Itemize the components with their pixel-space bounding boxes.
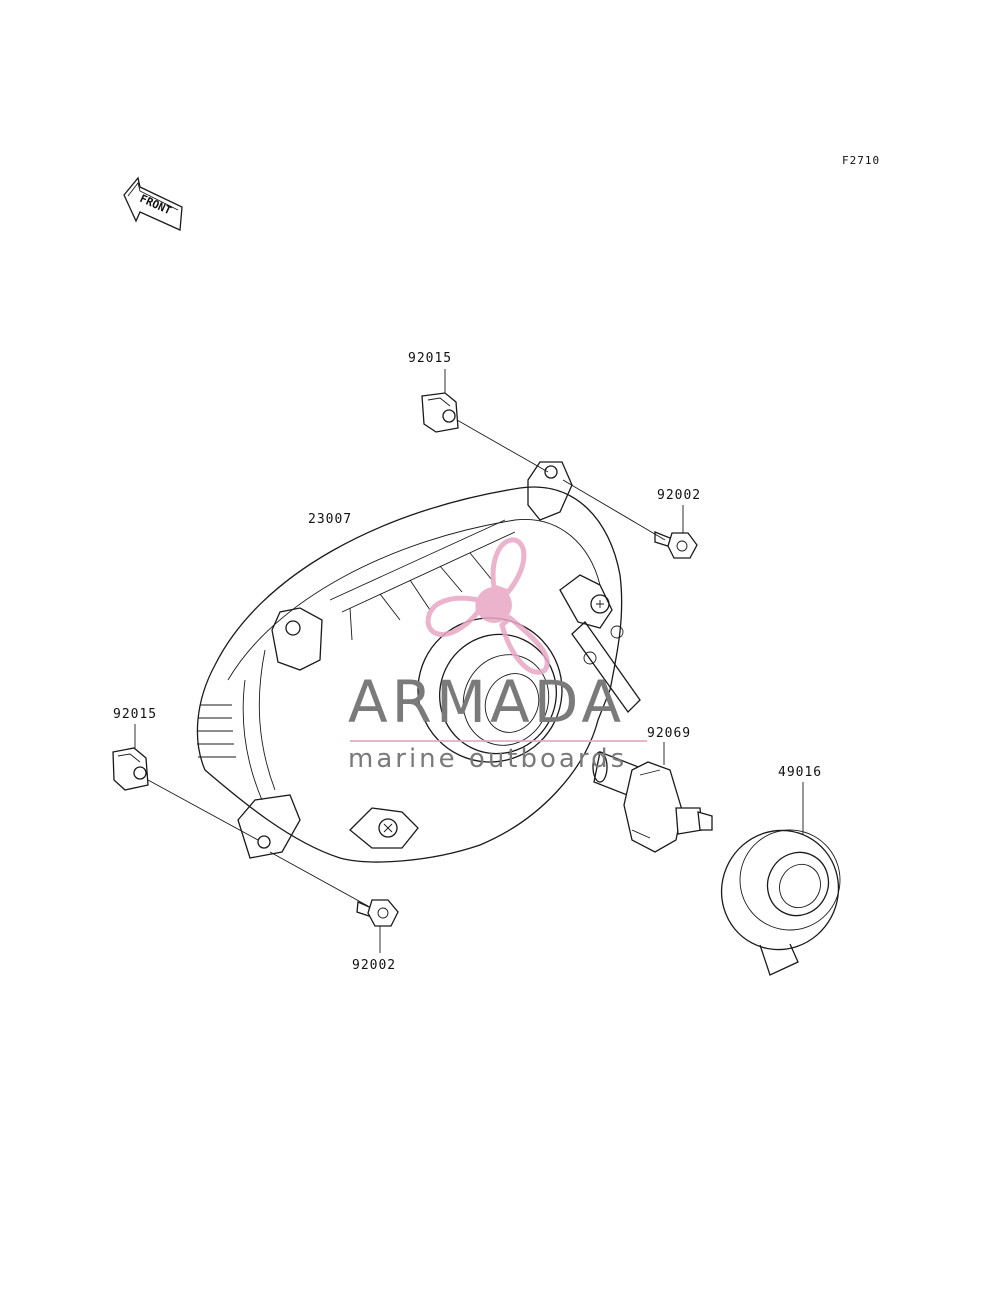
left-clip <box>112 747 149 791</box>
watermark-tagline: marine outboards <box>348 744 628 774</box>
part-label-bulb: 92069 <box>647 726 692 741</box>
part-label-bulb-cover: 49016 <box>778 765 823 780</box>
bulb-cover <box>720 782 841 976</box>
part-label-left-clip: 92015 <box>113 707 158 722</box>
leader-line <box>456 419 549 473</box>
armada-logo-icon <box>350 537 647 742</box>
watermark-brand: ARMADA <box>348 668 626 736</box>
top-bolt <box>562 479 698 559</box>
front-arrow-icon: FRONT <box>123 176 183 231</box>
bulb <box>592 742 713 853</box>
part-label-bottom-bolt: 92002 <box>352 958 397 973</box>
part-label-headlight-housing: 23007 <box>308 512 353 527</box>
figure-code: F2710 <box>842 154 881 167</box>
bottom-bolt <box>269 851 399 953</box>
headlight-housing <box>196 461 641 863</box>
part-label-top-bolt: 92002 <box>657 488 702 503</box>
leader-line <box>147 779 259 841</box>
top-clip <box>421 392 459 433</box>
part-label-top-clip: 92015 <box>408 351 453 366</box>
